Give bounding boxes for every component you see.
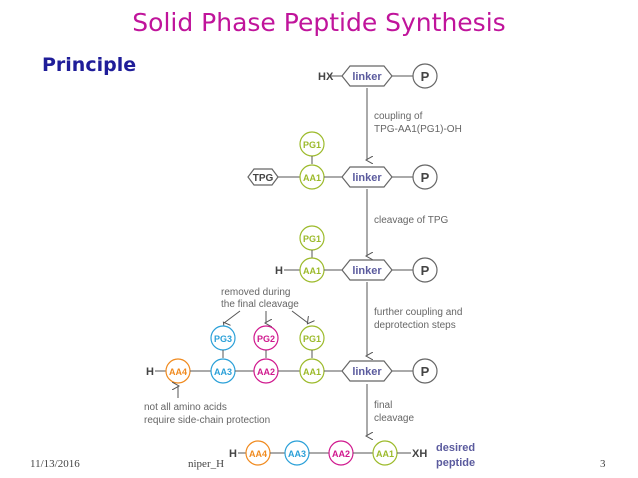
aa2-label: AA2 <box>332 449 350 459</box>
pg1-label: PG1 <box>303 234 321 244</box>
row-2: PG1 TPG AA1 linker P <box>247 131 438 190</box>
step1-line2: TPG-AA1(PG1)-OH <box>374 124 462 135</box>
resin-bead <box>412 358 438 384</box>
aa4-label: AA4 <box>169 367 187 377</box>
tpg-label: TPG <box>253 173 274 184</box>
aa1-label: AA1 <box>303 367 321 377</box>
final-row: H AA4 AA3 AA2 AA1 XH desired peptide <box>229 440 475 469</box>
pg1-label: PG1 <box>303 334 321 344</box>
page-number: 3 <box>600 458 606 470</box>
removed-arrow-pg1 <box>291 310 308 323</box>
footer-author: niper_H <box>188 458 225 470</box>
desired-line1: desired <box>436 442 475 454</box>
footer-date: 11/13/2016 <box>30 458 80 470</box>
step3-line1: further coupling and <box>374 307 462 318</box>
pg2-label: PG2 <box>257 334 275 344</box>
resin-bead <box>412 257 438 283</box>
aa4-label: AA4 <box>249 449 267 459</box>
hx-label: HX <box>318 71 334 83</box>
linker-label: linker <box>352 172 382 184</box>
linker-label: linker <box>352 366 382 378</box>
pg3-label: PG3 <box>214 334 232 344</box>
step3-line2: deprotection steps <box>374 320 456 331</box>
aa1-label: AA1 <box>303 266 321 276</box>
h-label: H <box>229 448 237 460</box>
resin-bead <box>412 164 438 190</box>
h-label: H <box>275 265 283 277</box>
row-3: PG1 H AA1 linker P <box>275 225 438 283</box>
resin-label: P <box>421 263 430 278</box>
pg1-label: PG1 <box>303 140 321 150</box>
removed-line1: removed during <box>221 287 290 298</box>
removed-arrow-pg3 <box>224 310 241 323</box>
h-label: H <box>146 366 154 378</box>
slide-title: Solid Phase Peptide Synthesis <box>132 8 506 37</box>
row-1: HX linker P <box>318 63 438 89</box>
aa2-label: AA2 <box>257 367 275 377</box>
removed-line2: the final cleavage <box>221 299 299 310</box>
aa1-label: AA1 <box>303 173 321 183</box>
linker-label: linker <box>352 265 382 277</box>
note-line2: require side-chain protection <box>144 415 270 426</box>
step2-label: cleavage of TPG <box>374 215 449 226</box>
row-4: PG3 PG2 PG1 H AA4 AA3 AA2 AA1 linker P <box>146 325 438 384</box>
xh-label: XH <box>412 448 427 460</box>
aa1-label: AA1 <box>376 449 394 459</box>
step4-line2: cleavage <box>374 413 414 424</box>
resin-label: P <box>421 69 430 84</box>
step1-line1: coupling of <box>374 111 423 122</box>
linker-label: linker <box>352 71 382 83</box>
resin-label: P <box>421 364 430 379</box>
desired-line2: peptide <box>436 457 475 469</box>
note-line1: not all amino acids <box>144 402 227 413</box>
resin-bead <box>412 63 438 89</box>
aa3-label: AA3 <box>288 449 306 459</box>
aa3-label: AA3 <box>214 367 232 377</box>
resin-label: P <box>421 170 430 185</box>
step4-line1: final <box>374 400 392 411</box>
principle-heading: Principle <box>42 54 137 76</box>
